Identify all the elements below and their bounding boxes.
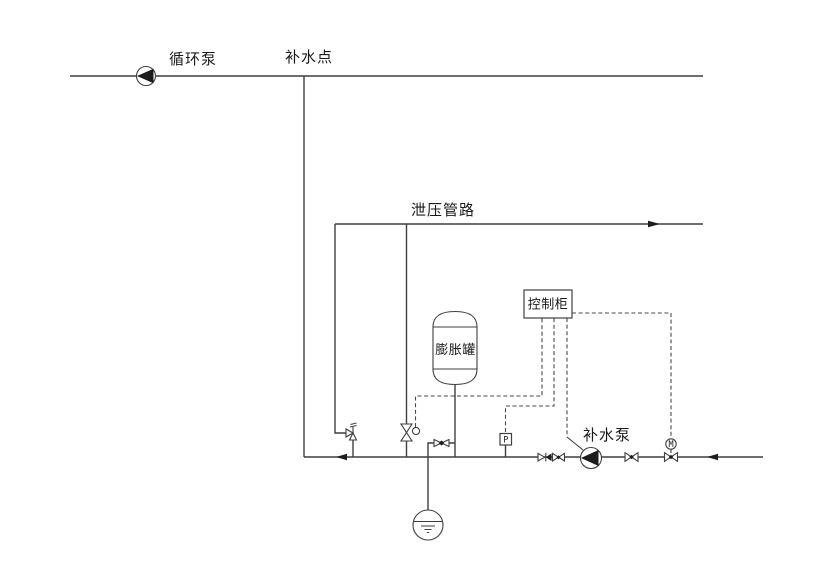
control-cabinet-label: 控制柜 [528,297,569,312]
check-valve-icon [537,452,552,462]
relief-pipeline-pipe [334,220,703,457]
relief-pipeline-label: 泄压管路 [411,202,475,219]
expansion-tank-label: 膨胀罐 [435,342,476,357]
motor-valve-letter: M [668,440,673,450]
control-line-solenoid [414,318,543,427]
pump-icon [579,446,603,470]
drain-valve-icon [433,438,450,448]
pressure-sensor-letter: P [503,436,508,446]
pressure-sensor-icon: P [499,432,513,457]
makeup-point-label: 补水点 [285,49,333,66]
flow-arrow-icon [707,453,718,461]
safety-valve-icon [345,422,358,441]
control-line-pressure-sensor [504,318,555,432]
expansion-tank-icon [432,310,478,386]
flow-arrow-icon [336,453,347,461]
gate-valve-icon [551,452,566,462]
flow-arrow-icon [648,220,660,228]
makeup-main-pipe [304,453,763,461]
control-cabinet-box [523,289,573,319]
motorized-valve-icon: M [663,438,679,463]
pump-icon [135,65,157,87]
control-line-motor-valve [572,312,672,438]
makeup-pump-label: 补水泵 [583,427,631,444]
drain-funnel-icon [412,509,444,541]
control-line-makeup-pump [566,318,584,451]
solenoid-valve-icon [399,423,421,442]
gate-valve-icon [624,451,639,463]
circulation-pump-label: 循环泵 [169,51,217,68]
drain-branch-pipe [427,442,455,510]
